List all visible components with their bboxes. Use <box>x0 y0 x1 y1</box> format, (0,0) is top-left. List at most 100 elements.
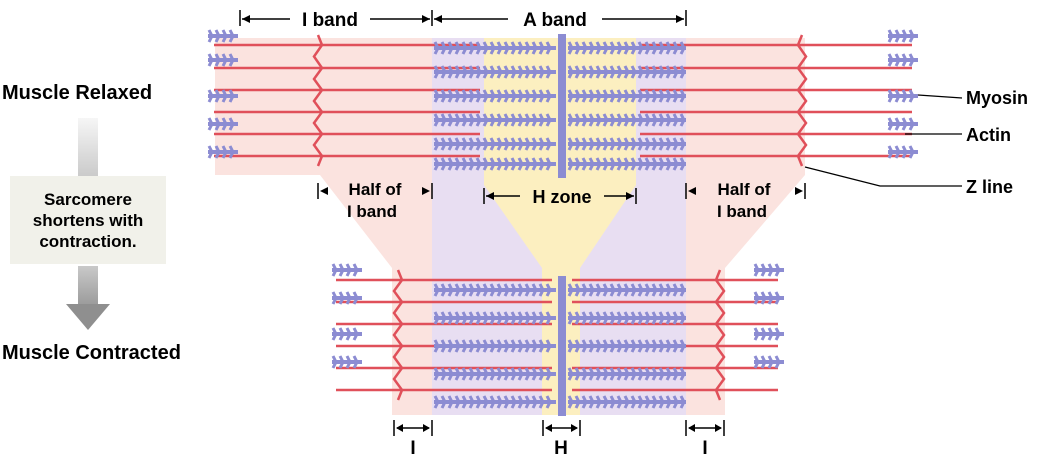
arrowhead <box>242 15 250 23</box>
z-line-zigzag <box>392 279 404 303</box>
myosin-heads <box>887 53 915 67</box>
myosin-stub-right <box>753 291 784 305</box>
half-i-band-right-line2: I band <box>717 202 767 221</box>
myosin-heads <box>207 53 235 67</box>
bottom-arrowheads <box>242 15 803 432</box>
myosin-stub-left <box>331 263 362 277</box>
myosin-heads <box>567 157 686 171</box>
myosin-heads <box>567 283 686 297</box>
arrowhead <box>486 192 494 200</box>
arrowhead <box>396 424 403 432</box>
z-line-label: Z line <box>966 177 1013 197</box>
myosin-heads <box>887 89 915 103</box>
myosin-filament-right <box>567 395 686 409</box>
contraction-arrow-shaft <box>78 118 98 178</box>
myosin-stub-left <box>207 89 238 103</box>
myosin-heads <box>887 145 915 159</box>
myosin-heads <box>567 89 686 103</box>
z-line-zigzag <box>714 367 726 391</box>
myosin-filament-left <box>433 65 556 79</box>
myosin-filament-right <box>567 41 686 55</box>
myosin-heads <box>207 29 235 43</box>
z-line-zigzag <box>312 111 324 135</box>
myosin-filament-left <box>433 89 556 103</box>
arrowhead <box>320 187 328 195</box>
myosin-heads <box>433 367 552 381</box>
z-line-bottom <box>316 155 324 167</box>
m-line <box>558 276 566 416</box>
myosin-stub-right <box>887 53 918 67</box>
myosin-heads <box>331 291 359 305</box>
z-line-zigzag <box>714 301 726 325</box>
myosin-heads <box>207 117 235 131</box>
z-line-zigzag <box>796 44 808 69</box>
myosin-heads <box>207 145 235 159</box>
arrowhead <box>422 187 430 195</box>
muscle-relaxed-title: Muscle Relaxed <box>2 82 153 104</box>
contraction-arrow-box: Sarcomere shortens with contraction. <box>10 176 166 264</box>
myosin-stub-left <box>207 145 238 159</box>
myosin-heads <box>331 355 359 369</box>
myosin-stub-left <box>331 291 362 305</box>
myosin-heads <box>567 395 686 409</box>
z-line-bottom <box>714 389 722 401</box>
relaxed-sarcomere <box>207 29 918 178</box>
z-line-bottom <box>796 155 804 167</box>
myosin-heads <box>753 263 781 277</box>
arrowhead <box>545 424 552 432</box>
myosin-filament-left <box>433 367 556 381</box>
shortens-line3: contraction. <box>39 231 137 251</box>
myosin-filament-right <box>567 367 686 381</box>
myosin-filament-right <box>567 65 686 79</box>
myosin-filament-left <box>433 339 556 353</box>
half-i-band-left-line2: I band <box>347 202 397 221</box>
myosin-stub-right <box>887 117 918 131</box>
myosin-stub-right <box>753 355 784 369</box>
myosin-heads <box>753 327 781 341</box>
i-band-label: I band <box>302 10 358 31</box>
myosin-heads <box>887 117 915 131</box>
myosin-heads <box>887 29 915 43</box>
arrowhead <box>422 15 430 23</box>
z-line-top <box>316 34 324 46</box>
myosin-heads <box>331 263 359 277</box>
myosin-filament-right <box>567 283 686 297</box>
myosin-stub-right <box>753 263 784 277</box>
contraction-arrow-head-icon <box>66 304 110 330</box>
z-line-zigzag <box>312 44 324 69</box>
myosin-filament-left <box>433 311 556 325</box>
myosin-heads <box>433 89 552 103</box>
a-band-label: A band <box>523 10 587 31</box>
arrowhead <box>688 424 695 432</box>
myosin-filament-right <box>567 113 686 127</box>
arrowhead <box>688 187 696 195</box>
myosin-filament-left <box>433 395 556 409</box>
z-line-zigzag <box>714 279 726 303</box>
myosin-filament-left <box>433 113 556 127</box>
arrowhead <box>571 424 578 432</box>
myosin-stub-right <box>887 145 918 159</box>
myosin-heads <box>567 137 686 151</box>
h-short-label: H <box>554 438 568 459</box>
shortens-line1: Sarcomere <box>44 189 132 209</box>
h-zone-region <box>484 38 636 415</box>
top-dimensions <box>239 10 687 26</box>
myosin-callout-line <box>917 94 963 99</box>
myosin-filament-right <box>567 89 686 103</box>
myosin-filament-right <box>567 157 686 171</box>
actin-label: Actin <box>966 125 1011 145</box>
arrowhead <box>423 424 430 432</box>
z-line-bottom <box>396 389 404 401</box>
myosin-filament-right <box>567 339 686 353</box>
z-line-zigzag <box>796 111 808 135</box>
z-line-zigzag <box>714 345 726 369</box>
myosin-heads <box>753 291 781 305</box>
z-line-callout-line <box>804 166 962 187</box>
arrowhead <box>715 424 722 432</box>
myosin-heads <box>567 311 686 325</box>
myosin-heads <box>433 283 552 297</box>
myosin-heads <box>433 113 552 127</box>
z-line-zigzag <box>312 67 324 91</box>
myosin-heads <box>567 367 686 381</box>
myosin-heads <box>753 355 781 369</box>
